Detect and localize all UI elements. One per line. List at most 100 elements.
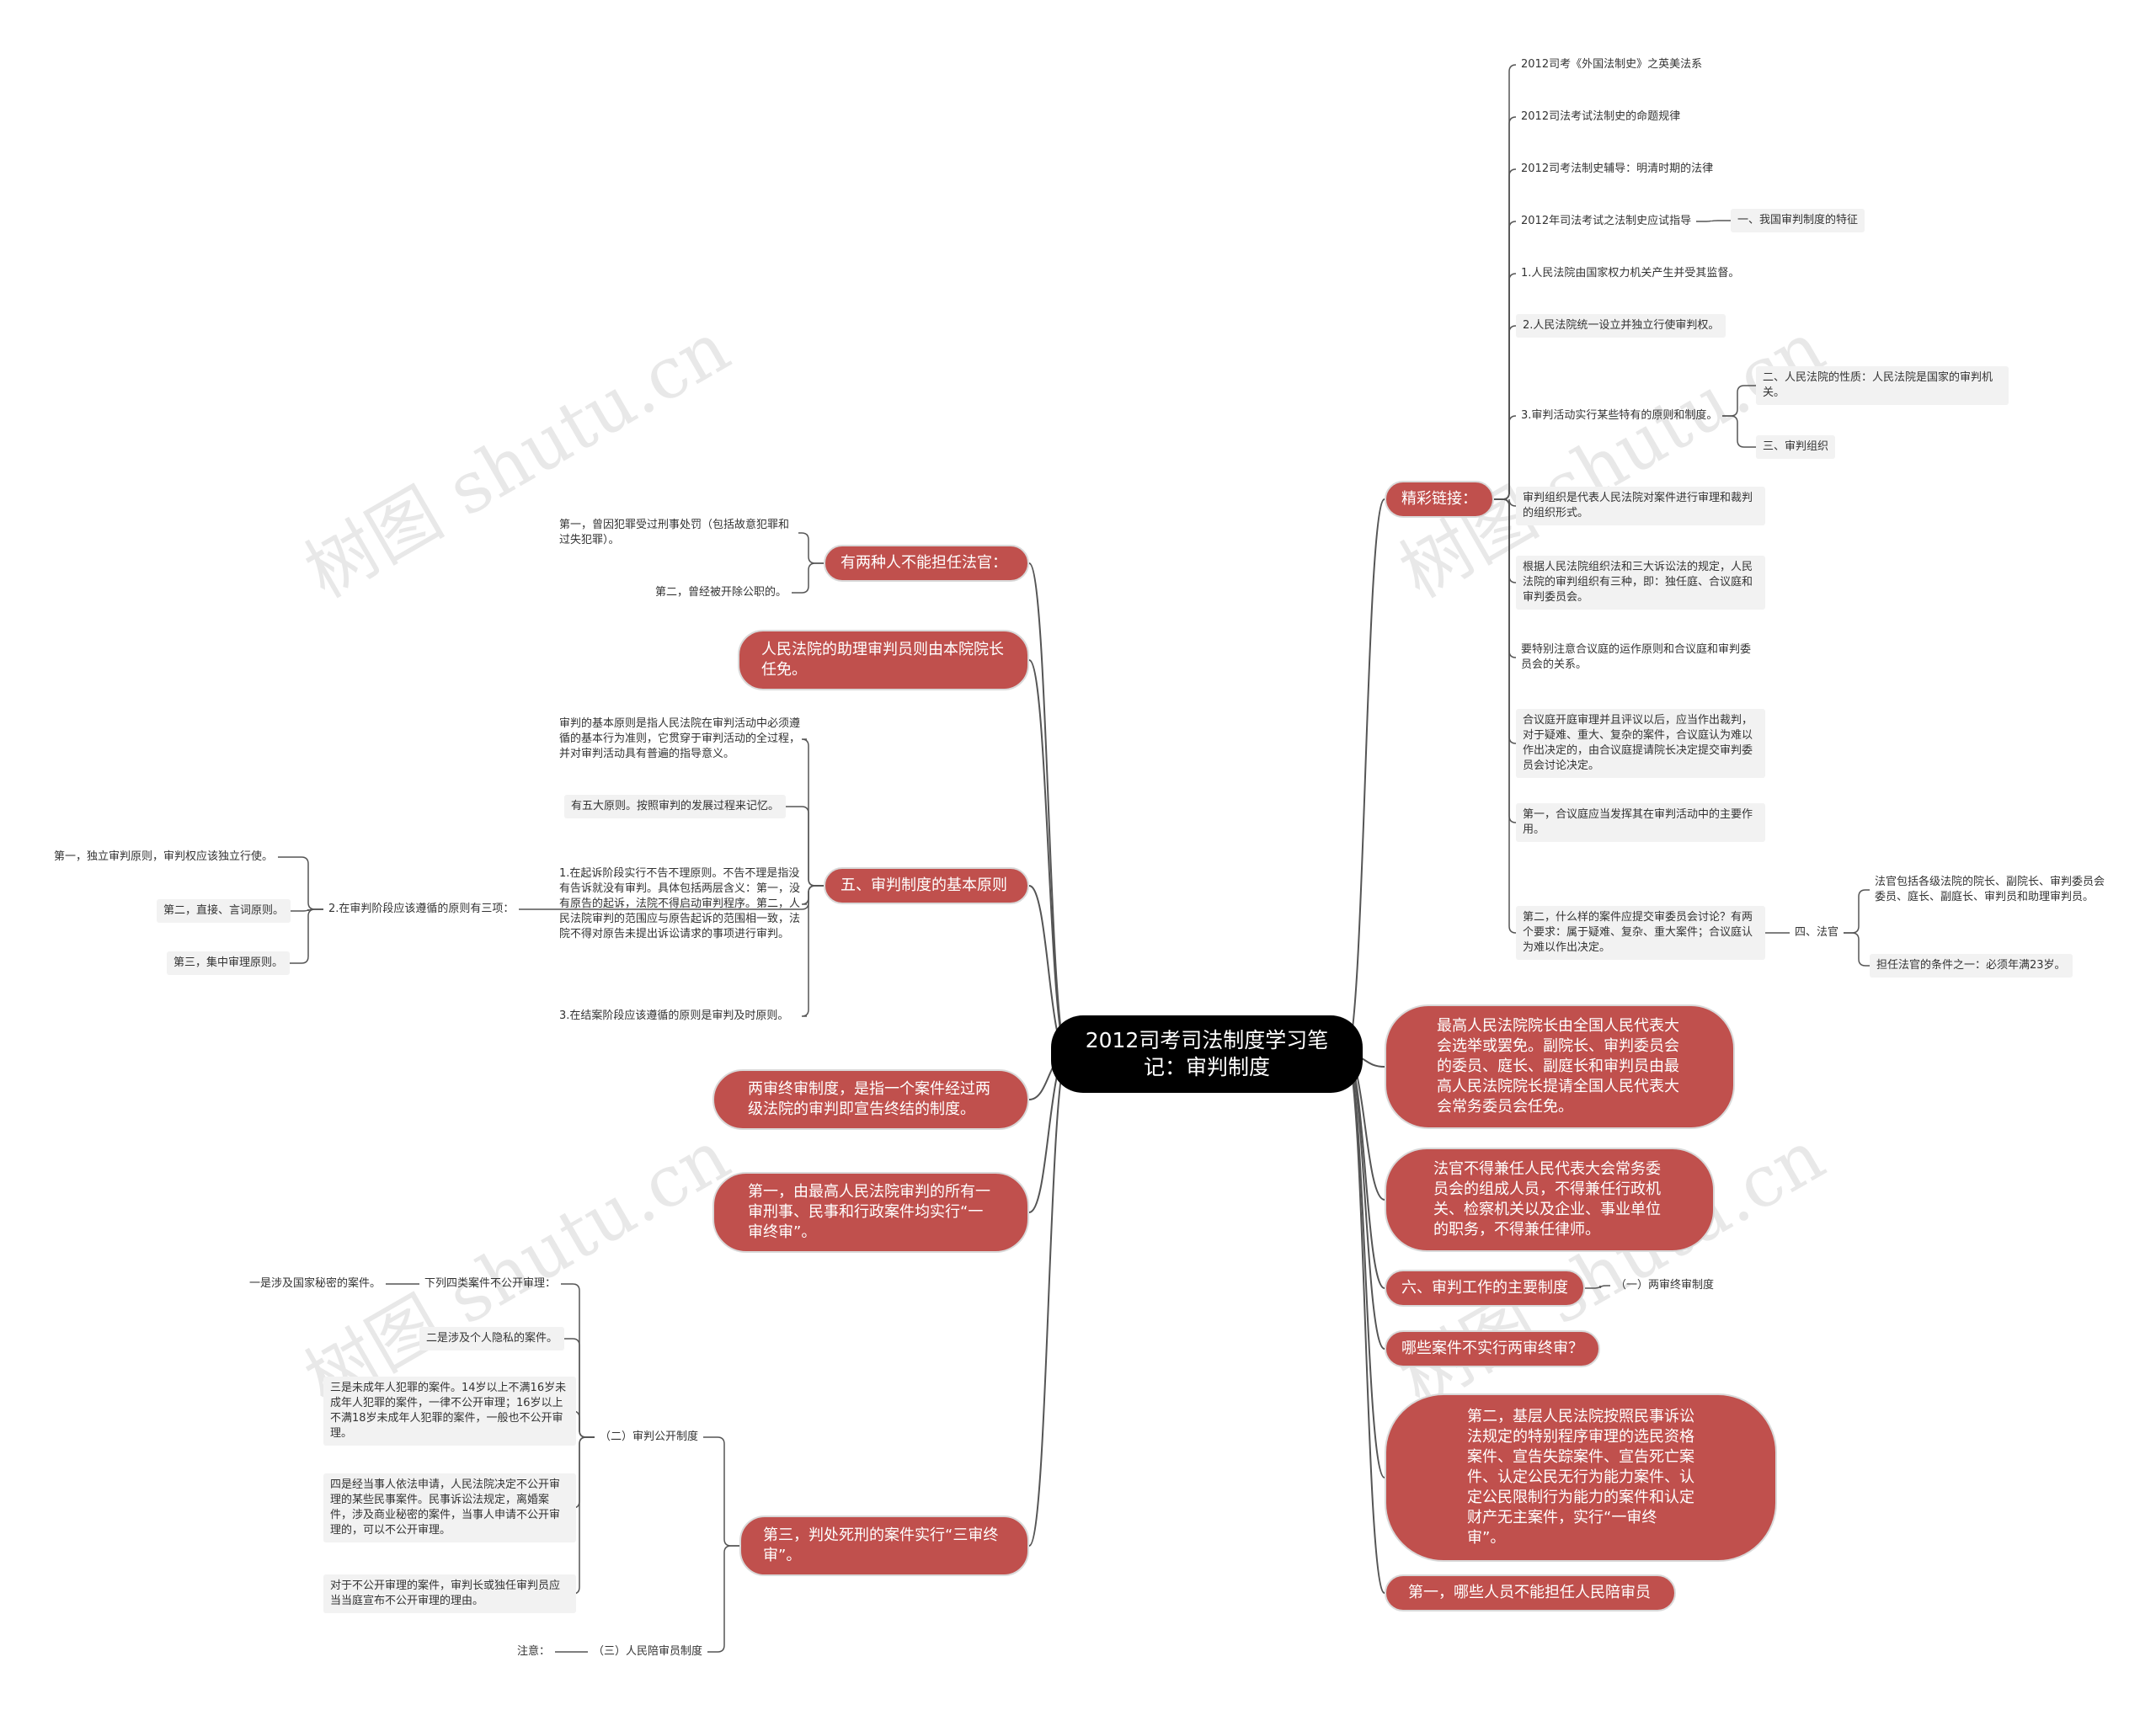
supreme-court-first-instance-topic[interactable]: 第一，由最高人民法院审判的所有一审刑事、民事和行政案件均实行“一审终审”。 [712,1172,1029,1253]
bracket-connector [1494,498,1517,744]
note-item[interactable]: 注意： [512,1642,555,1662]
organization-topic-text: 三、审判组织 [1763,440,1829,453]
link-item[interactable]: 要特别注意合议庭的运作原则和合议庭和审判委员会的关系。 [1516,640,1765,675]
judge-topic[interactable]: 四、法官 [1790,923,1844,943]
central-topic[interactable]: 2012司考司法制度学习笔记：审判制度 [1051,1015,1363,1093]
features-topic[interactable]: 一、我国审判制度的特征 [1731,209,1865,232]
open-trial-item[interactable]: 二是涉及个人隐私的案件。 [419,1327,565,1350]
state-secret-item[interactable]: 一是涉及国家秘密的案件。 [244,1274,386,1294]
open-trial-text: （二）审判公开制度 [600,1430,699,1443]
judge-no-concurrent-text: 法官不得兼任人民代表大会常务委员会的组成人员，不得兼任行政机关、检察机关以及企业… [1433,1160,1661,1239]
link-item[interactable]: 第二，什么样的案件应提交审委员会讨论？有两个要求：属于疑难、复杂、重大案件；合议… [1516,906,1765,960]
branch-connector [1028,659,1069,1055]
trial-main-systems-text: 六、审判工作的主要制度 [1401,1279,1568,1297]
link-item[interactable]: 第一，合议庭应当发挥其在审判活动中的主要作用。 [1516,803,1765,842]
disqualification-item[interactable]: 第一，曾因犯罪受过刑事处罚（包括故意犯罪和过失犯罪）。 [554,515,798,551]
bracket-connector [1494,498,1517,658]
link-item[interactable]: 2012司法考试法制史的命题规律 [1516,107,1685,127]
link-item[interactable]: 合议庭开庭审理并且评议以后，应当作出裁判，对于疑难、重大、复杂的案件，合议庭认为… [1516,709,1765,778]
bracket-connector [1844,932,1870,967]
two-instance-definition-topic[interactable]: 两审终审制度，是指一个案件经过两级法院的审判即宣告终结的制度。 [712,1069,1029,1130]
bracket-connector [1494,498,1517,934]
state-secret-item-text: 一是涉及国家秘密的案件。 [249,1277,382,1290]
basic-court-special-procedure-topic[interactable]: 第二，基层人民法院按照民事诉讼法规定的特别程序审理的选民资格案件、宣告失踪案件、… [1385,1393,1777,1562]
open-trial-item[interactable]: 下列四类案件不公开审理： [419,1274,561,1294]
open-trial-item[interactable]: 三是未成年人犯罪的案件。14岁以上不满16岁未成年人犯罪的案件，一律不公开审理；… [323,1377,576,1446]
link-item-text: 2012司考《外国法制史》之英美法系 [1521,58,1703,71]
open-trial-item-text: 三是未成年人犯罪的案件。14岁以上不满16岁未成年人犯罪的案件，一律不公开审理；… [330,1382,567,1440]
trial-principle-item[interactable]: 第一，独立审判原则，审判权应该独立行使。 [49,847,278,867]
principle-item[interactable]: 审判的基本原则是指人民法院在审判活动中必须遵循的基本行为准则，它贯穿于审判活动的… [554,714,807,764]
bracket-connector [1494,415,1517,500]
death-penalty-three-instance-text: 第三，判处死刑的案件实行“三审终审”。 [763,1526,999,1564]
link-item-text: 根据人民法院组织法和三大诉讼法的规定，人民法院的审判组织有三种，即：独任庭、合议… [1523,561,1753,604]
trial-principle-item-text: 第一，独立审判原则，审判权应该独立行使。 [54,850,274,863]
bracket-connector [1494,168,1517,500]
two-instance-topic[interactable]: （一）两审终审制度 [1610,1276,1719,1296]
branch-connector [1345,1053,1385,1478]
two-kinds-cannot-be-judge-topic[interactable]: 有两种人不能担任法官： [824,545,1029,582]
link-item[interactable]: 2012年司法考试之法制史应试指导 [1516,211,1696,232]
principle-item[interactable]: 1.在起诉阶段实行不告不理原则。不告不理是指没有告诉就没有审判。具体包括两层含义… [554,864,807,945]
principle-item[interactable]: 有五大原则。按照审判的发展过程来记忆。 [564,795,787,818]
link-item[interactable]: 2012司考《外国法制史》之英美法系 [1516,55,1707,75]
bracket-connector [1494,116,1517,500]
judge-topic-text: 四、法官 [1795,926,1839,939]
judge-item-text: 法官包括各级法院的院长、副院长、审判委员会委员、庭长、副庭长、审判员和助理审判员… [1875,876,2105,903]
bracket-connector [1722,385,1756,417]
bracket-connector [703,1436,739,1547]
bracket-connector [1722,415,1756,448]
link-item[interactable]: 审判组织是代表人民法院对案件进行审理和裁判的组织形式。 [1516,487,1765,525]
link-item[interactable]: 3.审判活动实行某些特有的原则和制度。 [1516,406,1722,426]
juror-system-text: （三）人民陪审员制度 [593,1645,703,1658]
link-item[interactable]: 1.人民法院由国家权力机关产生并受其监督。 [1516,264,1744,284]
assistant-judge-text: 人民法院的助理审判员则由本院院长任免。 [761,641,1004,679]
link-item[interactable]: 根据人民法院组织法和三大诉讼法的规定，人民法院的审判组织有三种，即：独任庭、合议… [1516,556,1765,610]
trial-principle-item-text: 第二，直接、言词原则。 [163,904,285,917]
link-item-text: 要特别注意合议庭的运作原则和合议庭和审判委员会的关系。 [1521,643,1752,671]
trial-principle-item[interactable]: 第二，直接、言词原则。 [157,899,291,923]
open-trial-topic[interactable]: （二）审判公开制度 [595,1427,703,1447]
juror-ineligible-topic[interactable]: 第一，哪些人员不能担任人民陪审员 [1385,1574,1676,1611]
disqualification-item-text: 第二，曾经被开除公职的。 [655,586,787,599]
open-trial-item[interactable]: 四是经当事人依法申请，人民法院决定不公开审理的某些民事案件。民事诉讼法规定，离婚… [323,1473,576,1542]
links-topic[interactable]: 精彩链接： [1385,481,1494,518]
branch-connector [1028,562,1069,1055]
principle-item-text: 审判的基本原则是指人民法院在审判活动中必须遵循的基本行为准则，它贯穿于审判活动的… [559,717,801,760]
trial-main-systems-topic[interactable]: 六、审判工作的主要制度 [1385,1270,1585,1307]
principle-item[interactable]: 3.在结案阶段应该遵循的原则是审判及时原则。 [554,1006,807,1026]
open-trial-item-text: 下列四类案件不公开审理： [424,1277,557,1290]
juror-ineligible-text: 第一，哪些人员不能担任人民陪审员 [1408,1584,1651,1601]
judge-no-concurrent-topic[interactable]: 法官不得兼任人民代表大会常务委员会的组成人员，不得兼任行政机关、检察机关以及企业… [1385,1148,1715,1252]
principle-item-text: 有五大原则。按照审判的发展过程来记忆。 [571,800,780,812]
judge-item[interactable]: 法官包括各级法院的院长、副院长、审判委员会委员、庭长、副庭长、审判员和助理审判员… [1870,872,2114,908]
supreme-court-president-topic[interactable]: 最高人民法院院长由全国人民代表大会选举或罢免。副院长、审判委员会的委员、庭长、副… [1385,1004,1735,1129]
organization-topic[interactable]: 三、审判组织 [1756,435,1836,459]
supreme-court-first-instance-text: 第一，由最高人民法院审判的所有一审刑事、民事和行政案件均实行“一审终审”。 [748,1183,990,1241]
death-penalty-three-instance-topic[interactable]: 第三，判处死刑的案件实行“三审终审”。 [739,1516,1029,1576]
link-item-text: 2012司考法制史辅导：明清时期的法律 [1521,162,1714,175]
disqualification-item[interactable]: 第二，曾经被开除公职的。 [650,583,792,603]
link-item[interactable]: 2012司考法制史辅导：明清时期的法律 [1516,159,1718,179]
link-item-text: 第二，什么样的案件应提交审委员会讨论？有两个要求：属于疑难、复杂、重大案件；合议… [1523,911,1753,954]
juror-system-topic[interactable]: （三）人民陪审员制度 [588,1642,707,1662]
which-cases-topic[interactable]: 哪些案件不实行两审终审？ [1385,1330,1600,1367]
link-item[interactable]: 2.人民法院统一设立并独立行使审判权。 [1516,314,1726,338]
branch-connector [1345,1053,1385,1594]
trial-principle-item[interactable]: 第三，集中审理原则。 [167,951,291,975]
open-trial-item[interactable]: 对于不公开审理的案件，审判长或独任审判员应当当庭宣布不公开审理的理由。 [323,1574,576,1613]
two-instance-text: （一）两审终审制度 [1615,1279,1715,1292]
open-trial-item-text: 二是涉及个人隐私的案件。 [426,1332,558,1345]
assistant-judge-topic[interactable]: 人民法院的助理审判员则由本院院长任免。 [738,630,1029,690]
disqualification-item-text: 第一，曾因犯罪受过刑事处罚（包括故意犯罪和过失犯罪）。 [559,519,790,546]
judge-item[interactable]: 担任法官的条件之一：必须年满23岁。 [1870,954,2073,978]
bracket-connector [1494,64,1517,500]
nature-topic[interactable]: 二、人民法院的性质：人民法院是国家的审判机关。 [1756,366,2009,405]
link-item-text: 3.审判活动实行某些特有的原则和制度。 [1521,409,1718,422]
central-topic-label: 2012司考司法制度学习笔记：审判制度 [1085,1028,1329,1079]
principle-item[interactable]: 2.在审判阶段应该遵循的原则有三项： [323,899,519,919]
bracket-connector [1494,325,1517,500]
principle-item-text: 1.在起诉阶段实行不告不理原则。不告不理是指没有告诉就没有审判。具体包括两层含义… [559,867,801,940]
basic-principles-topic[interactable]: 五、审判制度的基本原则 [824,867,1029,904]
